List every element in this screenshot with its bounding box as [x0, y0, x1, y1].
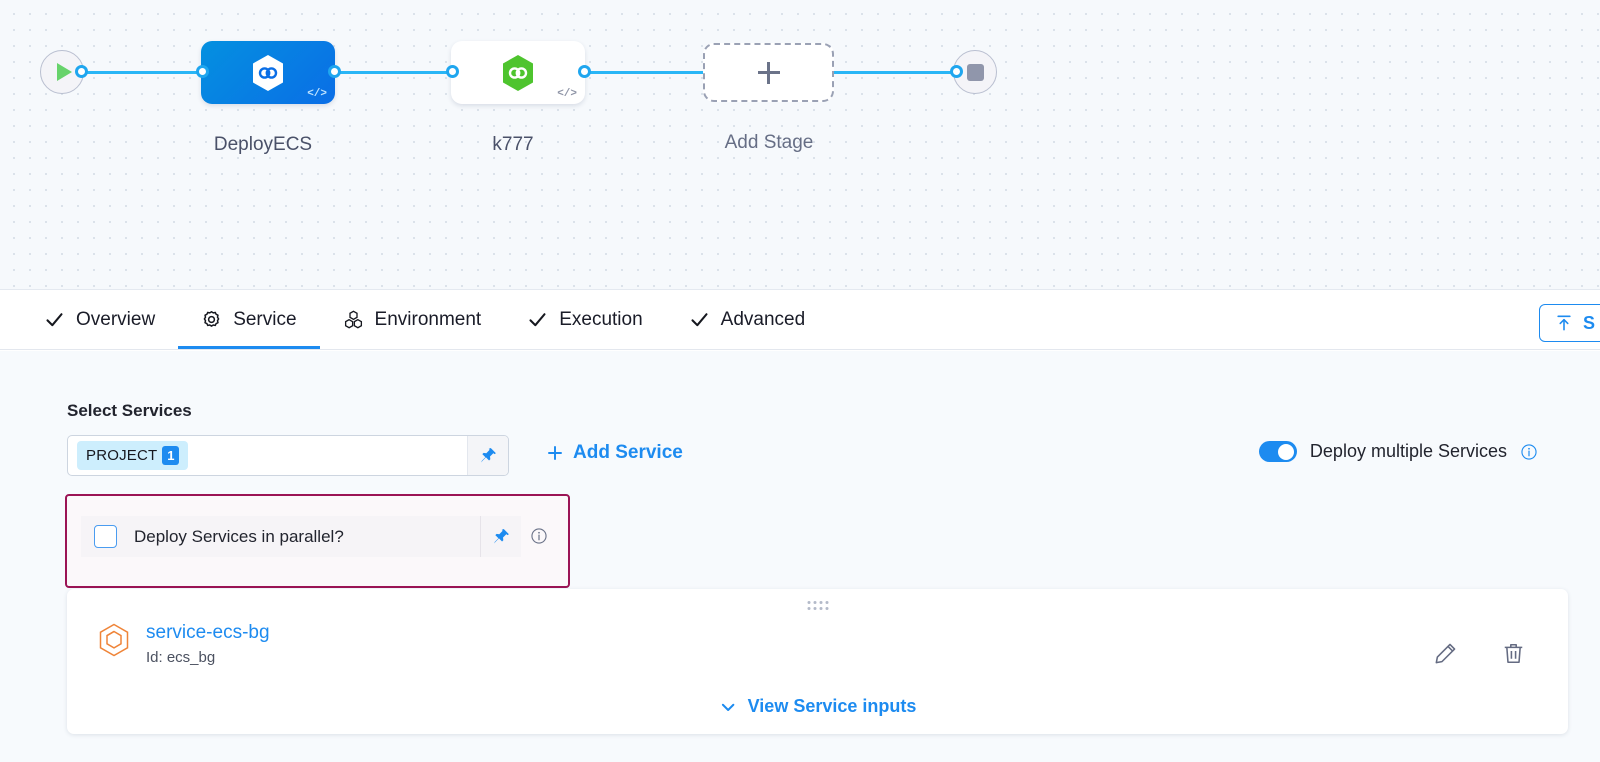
- service-identity: service-ecs-bg Id: ecs_bg: [97, 622, 270, 666]
- tab-execution[interactable]: Execution: [504, 290, 665, 349]
- check-icon: [46, 313, 63, 327]
- tab-label: Overview: [76, 308, 156, 330]
- trash-icon[interactable]: [1501, 641, 1526, 666]
- service-card: service-ecs-bg Id: ecs_bg: [67, 589, 1568, 734]
- deployment-hexagon-icon: [503, 54, 533, 91]
- upload-icon: [1557, 315, 1571, 331]
- deploy-parallel-highlight-box: Deploy Services in parallel?: [65, 494, 570, 588]
- select-services-input[interactable]: PROJECT 1: [67, 435, 509, 476]
- hexagon-cluster-icon: [344, 310, 362, 329]
- tab-advanced[interactable]: Advanced: [666, 290, 829, 349]
- selected-service-tag-count: 1: [162, 446, 180, 465]
- stage-label-k777: k777: [492, 134, 534, 155]
- tab-label: Environment: [374, 308, 482, 330]
- view-service-inputs-label: View Service inputs: [747, 696, 917, 716]
- service-panel: Select Services PROJECT 1 Add Service: [0, 351, 1600, 762]
- tab-environment[interactable]: Environment: [320, 290, 505, 349]
- plus-icon-vertical: [767, 61, 770, 84]
- select-services-label: Select Services: [67, 401, 192, 420]
- connector-dot-stage2-in[interactable]: [446, 65, 459, 78]
- connector-dot-start[interactable]: [75, 65, 88, 78]
- connector-dot-stage1-in[interactable]: [196, 65, 209, 78]
- stage-node-deployecs[interactable]: </>: [201, 41, 335, 104]
- stage-label-deployecs: DeployECS: [213, 134, 313, 155]
- deploy-multiple-services-label: Deploy multiple Services: [1309, 441, 1507, 461]
- service-id-text: Id: ecs_bg: [146, 649, 216, 666]
- stage-code-tag: </>: [557, 88, 577, 100]
- wire-addstage-to-end: [830, 71, 960, 74]
- view-service-inputs-button[interactable]: View Service inputs: [719, 696, 917, 717]
- deploy-multiple-services-toggle[interactable]: [1258, 441, 1297, 462]
- check-icon: [691, 313, 708, 327]
- deployment-hexagon-icon: [253, 54, 283, 91]
- wire-stage2-to-addstage: [580, 71, 710, 74]
- submit-button[interactable]: S: [1539, 304, 1600, 342]
- service-hexagon-icon: [99, 623, 129, 657]
- toggle-knob: [1278, 443, 1295, 460]
- pencil-icon[interactable]: [1433, 641, 1458, 666]
- tab-service[interactable]: Service: [178, 290, 320, 349]
- deploy-parallel-label: Deploy Services in parallel?: [134, 526, 344, 546]
- play-icon: [56, 63, 72, 81]
- submit-button-label: S: [1583, 312, 1596, 333]
- tab-label: Execution: [559, 308, 643, 330]
- check-icon: [529, 313, 546, 327]
- connector-dot-stage2-out[interactable]: [578, 65, 591, 78]
- pin-icon: [480, 448, 496, 463]
- pin-services-button[interactable]: [467, 436, 508, 475]
- plus-icon: [548, 446, 562, 460]
- connector-dot-end[interactable]: [950, 65, 963, 78]
- deploy-parallel-info[interactable]: [530, 527, 548, 550]
- info-icon[interactable]: [1520, 443, 1538, 461]
- connector-dot-stage1-out[interactable]: [328, 65, 341, 78]
- info-icon: [531, 528, 547, 544]
- gear-icon: [203, 311, 220, 327]
- pin-icon: [493, 529, 509, 544]
- stop-icon: [966, 63, 984, 81]
- wire-stage1-to-stage2: [330, 71, 460, 74]
- stage-code-tag: </>: [307, 88, 327, 100]
- add-service-label: Add Service: [573, 442, 683, 463]
- selected-service-tag-label: PROJECT: [86, 447, 158, 464]
- add-stage-label: Add Stage: [724, 132, 814, 153]
- pipeline-canvas[interactable]: </> DeployECS </> k777 Add Stage: [0, 0, 1600, 290]
- deploy-multiple-services-row: Deploy multiple Services: [1258, 441, 1538, 462]
- stage-node-k777[interactable]: </>: [451, 41, 585, 104]
- tab-bar: Overview Service Environment: [0, 290, 1600, 350]
- chevron-down-icon: [721, 703, 734, 711]
- selected-service-tag[interactable]: PROJECT 1: [77, 441, 189, 470]
- wire-start-to-stage1: [80, 71, 210, 74]
- pin-parallel-button[interactable]: [480, 516, 521, 557]
- deploy-parallel-field[interactable]: Deploy Services in parallel?: [81, 516, 521, 557]
- drag-handle-icon[interactable]: [807, 601, 828, 610]
- tab-overview[interactable]: Overview: [21, 290, 178, 349]
- tab-label: Service: [233, 308, 297, 330]
- deploy-parallel-checkbox[interactable]: [94, 525, 117, 548]
- add-service-button[interactable]: Add Service: [546, 442, 683, 464]
- service-card-actions: [1433, 641, 1526, 666]
- service-name-link[interactable]: service-ecs-bg: [146, 622, 270, 643]
- tab-label: Advanced: [720, 308, 806, 330]
- add-stage-node[interactable]: [703, 43, 834, 102]
